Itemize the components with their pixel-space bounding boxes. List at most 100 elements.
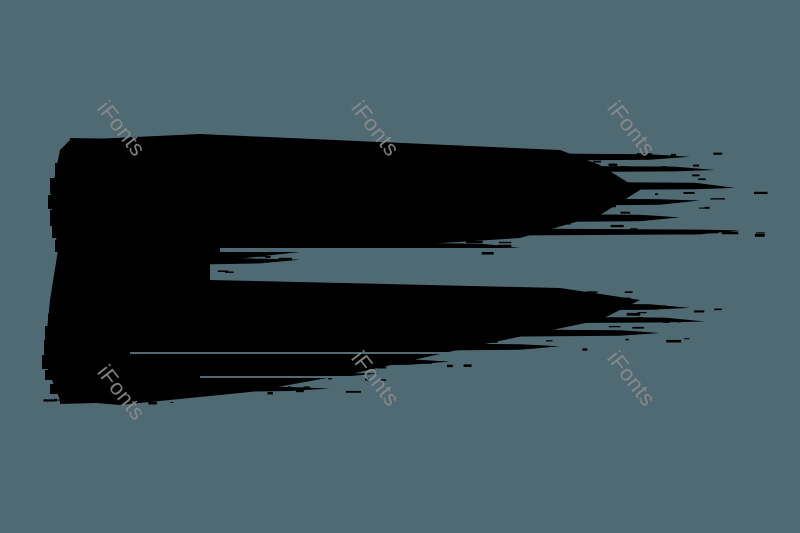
brush-speckle <box>632 326 645 329</box>
brush-speckle <box>511 289 525 292</box>
brush-speckle <box>217 270 229 272</box>
brush-gap <box>130 352 560 354</box>
brush-speckle <box>287 386 291 390</box>
brush-speckle <box>755 232 765 234</box>
brush-stroke <box>55 288 600 300</box>
brush-stroke <box>50 210 680 226</box>
brush-gap <box>300 262 640 265</box>
brush-speckle <box>267 391 273 395</box>
brush-speckle <box>614 166 629 169</box>
brush-speckle <box>302 370 312 373</box>
brush-speckle <box>328 377 332 380</box>
brush-speckle <box>582 348 588 351</box>
brush-speckle <box>43 399 55 402</box>
brush-speckle <box>620 211 631 214</box>
brush-speckle <box>118 141 129 143</box>
brush-gap <box>200 376 460 378</box>
brush-speckle <box>714 308 722 311</box>
brush-speckle <box>692 164 700 167</box>
brush-speckle <box>489 341 497 343</box>
brush-speckle <box>677 320 681 323</box>
brush-speckle <box>503 299 516 302</box>
brush-speckle <box>608 326 621 328</box>
brush-speckle <box>170 138 187 141</box>
brush-speckle <box>422 361 432 364</box>
brush-speckle <box>587 198 598 201</box>
brush-speckle <box>593 160 601 163</box>
brush-strokes <box>42 134 768 405</box>
brush-gap <box>220 248 520 252</box>
brush-speckle <box>463 364 472 367</box>
brush-speckle <box>379 379 387 381</box>
brush-speckle <box>637 312 647 314</box>
brush-speckle <box>594 214 609 217</box>
brush-stroke <box>45 326 660 340</box>
brush-stroke <box>48 314 705 326</box>
brush-speckle <box>278 257 292 260</box>
brush-speckle <box>693 310 705 313</box>
brush-speckle <box>655 193 659 196</box>
brush-speckle <box>683 191 695 194</box>
brush-speckle <box>295 389 304 393</box>
brush-speckle <box>498 241 512 244</box>
brush-speckle <box>170 401 174 403</box>
brush-speckle <box>608 163 618 166</box>
brush-stroke <box>44 340 560 354</box>
brush-speckle <box>608 319 616 322</box>
brush-speckle <box>636 316 644 319</box>
brush-speckle <box>666 339 682 343</box>
brush-speckle <box>475 245 491 248</box>
brush-speckle <box>466 240 483 244</box>
brush-speckle <box>67 399 85 401</box>
brush-stroke <box>60 150 690 164</box>
brush-stroke <box>60 255 300 267</box>
brush-speckle <box>661 305 666 307</box>
brush-speckle <box>345 390 362 393</box>
brush-speckle <box>713 152 723 155</box>
brush-speckle <box>692 174 700 177</box>
brush-stroke <box>42 355 450 369</box>
brush-speckle <box>586 291 598 293</box>
brush-stroke <box>52 226 740 238</box>
brush-speckle <box>710 231 719 234</box>
brush-speckle <box>102 143 120 145</box>
brush-speckle <box>303 386 310 390</box>
brush-speckle <box>669 168 685 171</box>
brush-speckle <box>585 196 589 199</box>
brush-speckle <box>447 364 453 368</box>
brush-speckle <box>257 255 266 257</box>
brush-speckle <box>553 330 563 333</box>
brush-speckle <box>148 270 154 273</box>
brush-speckle <box>754 191 768 195</box>
brush-speckle <box>259 258 263 262</box>
brush-speckle <box>698 178 706 181</box>
brush-speckle <box>156 139 171 143</box>
brush-speckle <box>399 358 414 361</box>
brush-stroke <box>50 300 690 314</box>
brush-speckle <box>376 366 387 369</box>
brush-speckle <box>581 162 589 166</box>
brush-speckle <box>754 233 765 237</box>
brush-speckle <box>624 291 633 293</box>
brush-speckle <box>342 370 357 373</box>
brush-speckle <box>603 204 616 208</box>
brush-speckle <box>626 312 641 316</box>
brush-speckle <box>481 251 494 255</box>
brush-speckle <box>546 340 553 342</box>
brush-speckle <box>225 271 234 273</box>
brush-speckle <box>600 215 605 219</box>
brush-speckle <box>610 224 624 228</box>
brush-stroke <box>62 270 210 284</box>
brush-speckle <box>702 185 708 189</box>
brush-speckle <box>574 298 591 301</box>
brush-speckle <box>637 318 655 321</box>
brush-speckle <box>497 244 512 248</box>
brush-speckle <box>584 210 597 212</box>
brush-speckle <box>625 338 629 341</box>
brush-stroke <box>60 398 160 404</box>
brush-speckle <box>684 338 690 340</box>
brush-speckle <box>407 244 418 248</box>
brush-speckle <box>704 206 710 209</box>
brush-stroke <box>50 384 330 394</box>
